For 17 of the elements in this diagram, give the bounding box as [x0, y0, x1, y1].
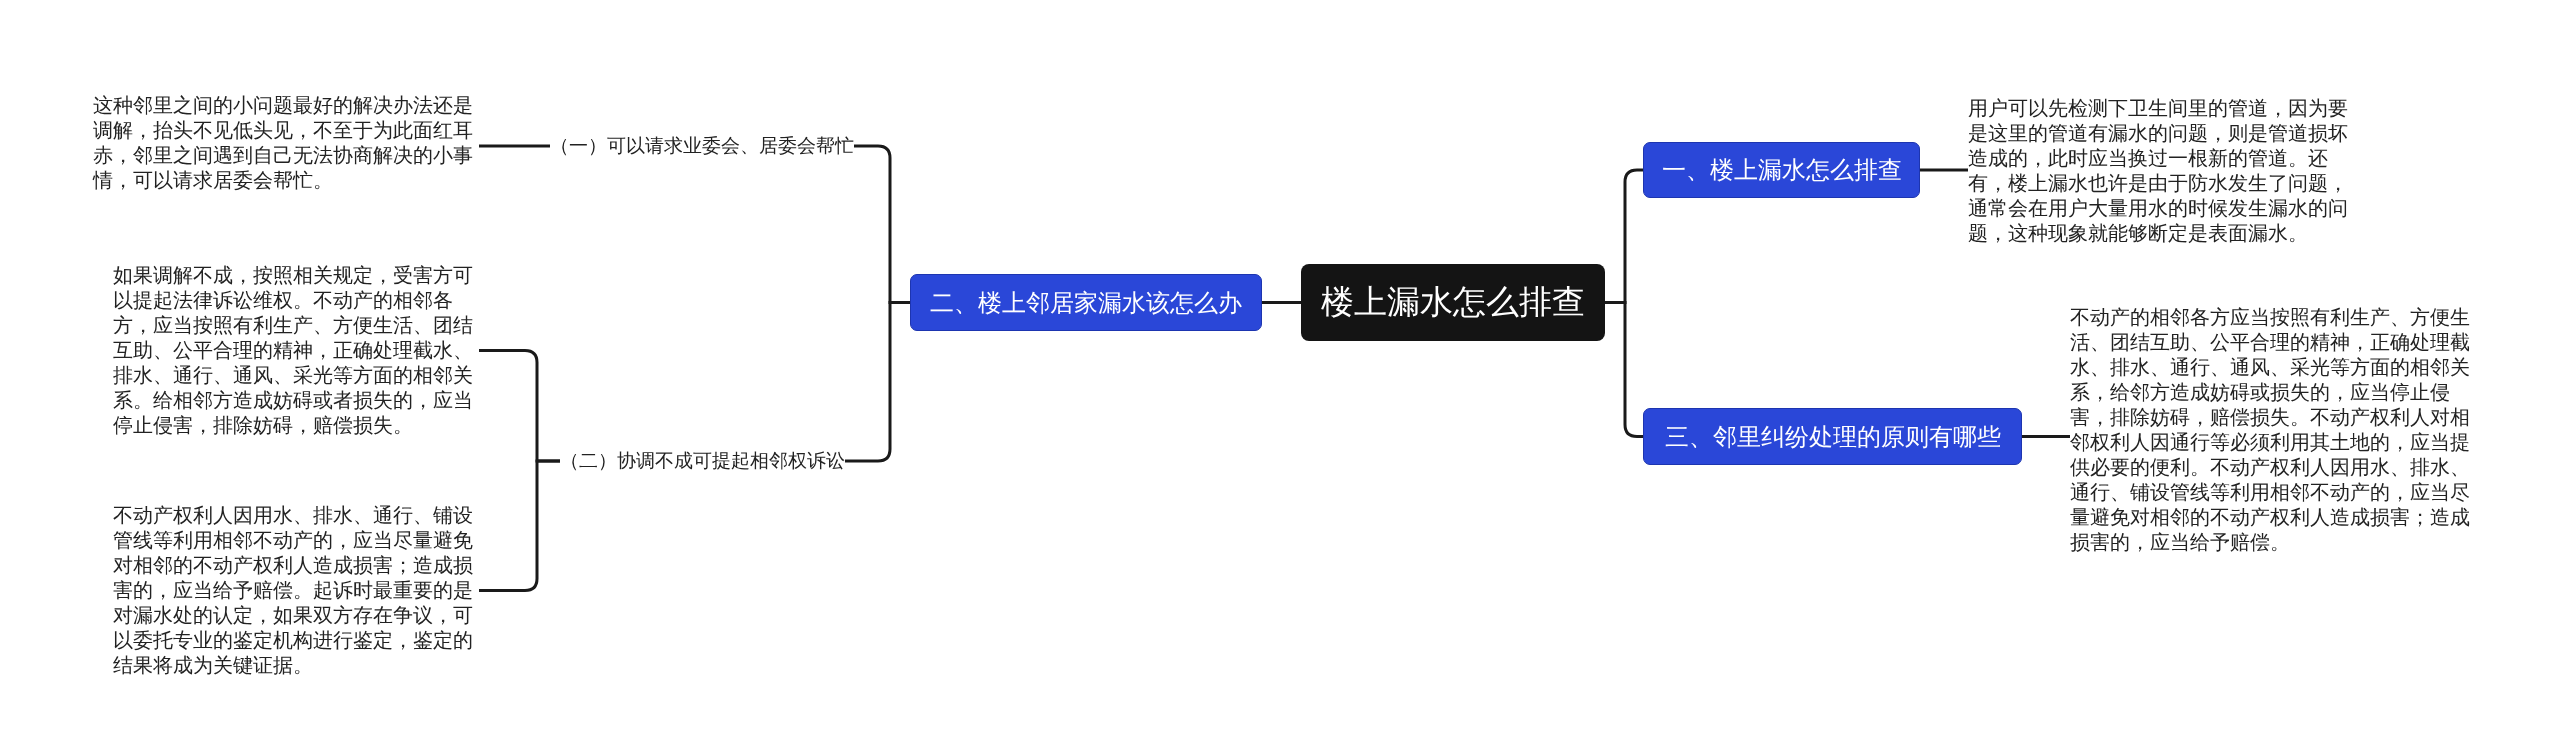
paragraph-text: 用户可以先检测下卫生间里的管道，因为要是这里的管道有漏水的问题，则是管道损坏造成的，此时应当换过一根新的管道。还有，楼上漏水也许是由于防水发生了问题，通常会在用户大量用水的时候发生漏水的问题，这种现象就能够断定是表面漏水。 — [1968, 96, 2354, 246]
connector-line — [1920, 168, 1968, 172]
subtopic-label: （二）协调不成可提起相邻权诉讼 — [560, 446, 845, 476]
connector-line — [1262, 301, 1301, 304]
connector-line — [845, 301, 910, 463]
connector-line — [479, 144, 550, 148]
topic-box: 二、楼上邻居家漏水该怎么办 — [910, 274, 1262, 331]
connector-line — [2022, 435, 2070, 438]
subtopic-label: （一）可以请求业委会、居委会帮忙 — [550, 131, 854, 161]
paragraph-text: 如果调解不成，按照相关规定，受害方可以提起法律诉讼维权。不动产的相邻各方，应当按照有利生产、方便生活、团结互助、公平合理的精神，正确处理截水、排水、通行、通风、采光等方面的相邻关系。给相邻方造成妨碍或者损失的，应当停止侵害，排除妨碍，赔偿损失。 — [113, 263, 479, 438]
topic-box: 一、楼上漏水怎么排查 — [1643, 142, 1920, 198]
connector-line — [479, 459, 560, 592]
topic-box: 三、邻里纠纷处理的原则有哪些 — [1643, 408, 2022, 465]
paragraph-text: 这种邻里之间的小问题最好的解决办法还是调解，抬头不见低头见，不至于为此面红耳赤，邻里之间遇到自己无法协商解决的小事情，可以请求居委会帮忙。 — [93, 93, 479, 193]
central-topic-box: 楼上漏水怎么排查 — [1301, 264, 1605, 341]
paragraph-text: 不动产权利人因用水、排水、通行、铺设管线等利用相邻不动产的，应当尽量避免对相邻的不动产权利人造成损害；造成损害的，应当给予赔偿。起诉时最重要的是对漏水处的认定，如果双方存在争议，可以委托专业的鉴定机构进行鉴定，鉴定的结果将成为关键证据。 — [113, 503, 479, 678]
paragraph-text: 不动产的相邻各方应当按照有利生产、方便生活、团结互助、公平合理的精神，正确处理截水、排水、通行、通风、采光等方面的相邻关系，给邻方造成妨碍或损失的，应当停止侵害，排除妨碍，赔偿损失。不动产权利人对相邻权利人因通行等必须利用其土地的，应当提供必要的便利。不动产权利人因用水、排水、通行、铺设管线等利用相邻不动产的，应当尽量避免对相邻的不动产权利人造成损害；造成损害的，应当给予赔偿。 — [2070, 305, 2476, 555]
